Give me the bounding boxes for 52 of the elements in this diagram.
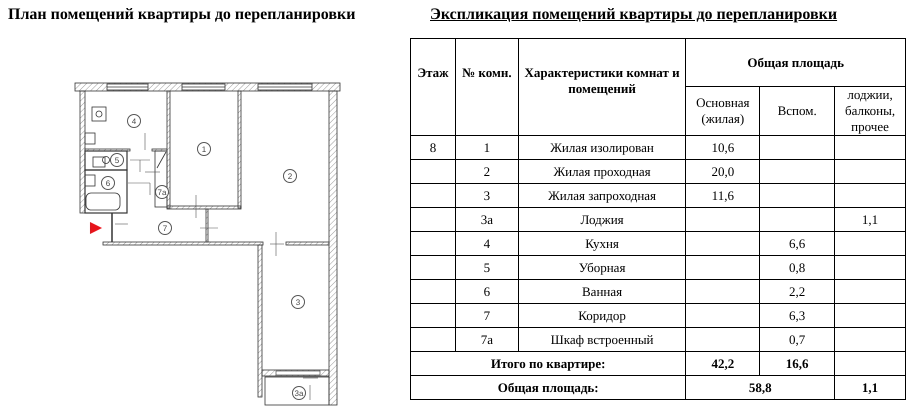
table-cell-text: Итого по квартире: (490, 356, 606, 372)
room-number: 5 (110, 153, 124, 167)
table-cell-text: Жилая запроходная (548, 188, 656, 204)
table-cell-text: 11,6 (712, 188, 734, 204)
table-cell-text: 58,8 (748, 380, 772, 396)
table-cell-text: 7а (480, 332, 493, 348)
table-cell-text: 5 (484, 260, 490, 276)
table-cell-text: 6 (484, 284, 490, 300)
column-header: Вспом. (778, 103, 817, 119)
table-cell-text: Лоджия (580, 212, 624, 228)
table-cell-text: Кухня (585, 236, 619, 252)
table-cell-text: Общая площадь: (498, 380, 599, 396)
table-cell-text: 1,1 (862, 212, 878, 228)
column-header: Этаж (417, 65, 449, 81)
table-cell-text: Жилая изолирован (550, 140, 654, 156)
room-number: 1 (197, 142, 211, 156)
column-header: Общая площадь (747, 54, 844, 70)
column-header: Основная (жилая) (695, 95, 751, 127)
table-cell-text: 1 (484, 140, 490, 156)
table-cell-text: 1,1 (862, 380, 878, 396)
table-cell-text: 3 (484, 188, 490, 204)
table-cell-text: Коридор (578, 308, 626, 324)
table-cell-text: 10,6 (711, 140, 734, 156)
table-cell-text: 6,3 (789, 308, 806, 324)
room-number: 6 (101, 176, 115, 190)
table-cell-text: Шкаф встроенный (550, 332, 654, 348)
room-number: 4 (127, 114, 141, 128)
column-header: Характеристики комнат и помещений (524, 65, 681, 97)
table-cell-text: 6,6 (789, 236, 806, 252)
table-cell-text: 0,7 (789, 332, 806, 348)
room-number: 7 (158, 221, 172, 235)
table-cell-text: Жилая проходная (553, 164, 651, 180)
table-title: Экспликация помещений квартиры до перепланировки (430, 6, 838, 24)
column-header: № комн. (462, 65, 512, 81)
table-cell-text: 2,2 (789, 284, 806, 300)
table-cell-text: Ванная (582, 284, 622, 300)
table-cell-text: Уборная (578, 260, 626, 276)
room-number: 7а (155, 185, 169, 199)
room-number: 3 (291, 295, 305, 309)
table-cell-text: 16,6 (786, 356, 809, 372)
plan-title: План помещений квартиры до перепланировки (8, 6, 356, 24)
table-cell-text: 7 (484, 308, 490, 324)
table-cell-text: 0,8 (789, 260, 806, 276)
table-cell-text: 3а (480, 212, 493, 228)
room-number: 3а (292, 386, 306, 400)
room-number: 2 (283, 169, 297, 183)
table-cell-text: 4 (484, 236, 490, 252)
table-cell-text: 42,2 (711, 356, 734, 372)
table-cell-text: 2 (484, 164, 490, 180)
table-cell-text: 8 (430, 140, 436, 156)
table-cell-text: 20,0 (711, 164, 734, 180)
column-header: лоджии, балконы, прочее (844, 87, 896, 135)
